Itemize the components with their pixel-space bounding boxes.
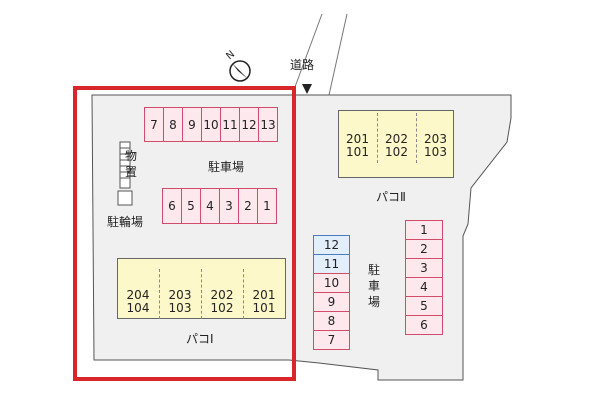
north-arrow-icon [229, 60, 251, 82]
parking-stall-12: 12 [239, 107, 259, 142]
parking-stall-4: 4 [405, 277, 443, 297]
parking-stall-11: 11 [313, 254, 350, 274]
parking-stall-12: 12 [313, 235, 350, 255]
paco-2-divider [416, 113, 417, 163]
paco-2-divider [377, 113, 378, 163]
parking-stall-6: 6 [405, 315, 443, 335]
highlight-frame [73, 86, 296, 381]
parking-stall-8: 8 [163, 107, 183, 142]
parking-stall-9: 9 [313, 292, 350, 312]
storage-shed [119, 141, 131, 189]
paco-1-divider [201, 269, 202, 319]
road-edge-right [328, 13, 348, 96]
parking-stall-5: 5 [405, 296, 443, 316]
bike-parking-box [117, 190, 133, 206]
bike-parking-label: 駐輪場 [107, 215, 144, 229]
building-paco-2 [338, 110, 454, 178]
building-paco-2-name: パコⅡ [376, 190, 406, 204]
building-paco-1-name: パコⅠ [186, 332, 214, 346]
parking-stall-1: 1 [405, 220, 443, 240]
storage-label: 物置 [124, 149, 137, 179]
paco-1-divider [159, 269, 160, 319]
parking-stall-2: 2 [405, 239, 443, 259]
parking-stall-3: 3 [405, 258, 443, 278]
parking-stall-13: 13 [258, 107, 278, 142]
parking-stall-8: 8 [313, 311, 350, 331]
parking-label: 駐車場 [208, 160, 245, 174]
road-label: 道路 [290, 58, 315, 72]
road-entry-arrow [302, 84, 312, 94]
parking-label-vertical: 駐車場 [367, 263, 380, 309]
parking-stall-7: 7 [313, 330, 350, 350]
paco-1-divider [243, 269, 244, 319]
road-edge-left [291, 13, 323, 96]
parking-stall-1: 1 [257, 188, 277, 224]
parking-stall-10: 10 [313, 273, 350, 293]
